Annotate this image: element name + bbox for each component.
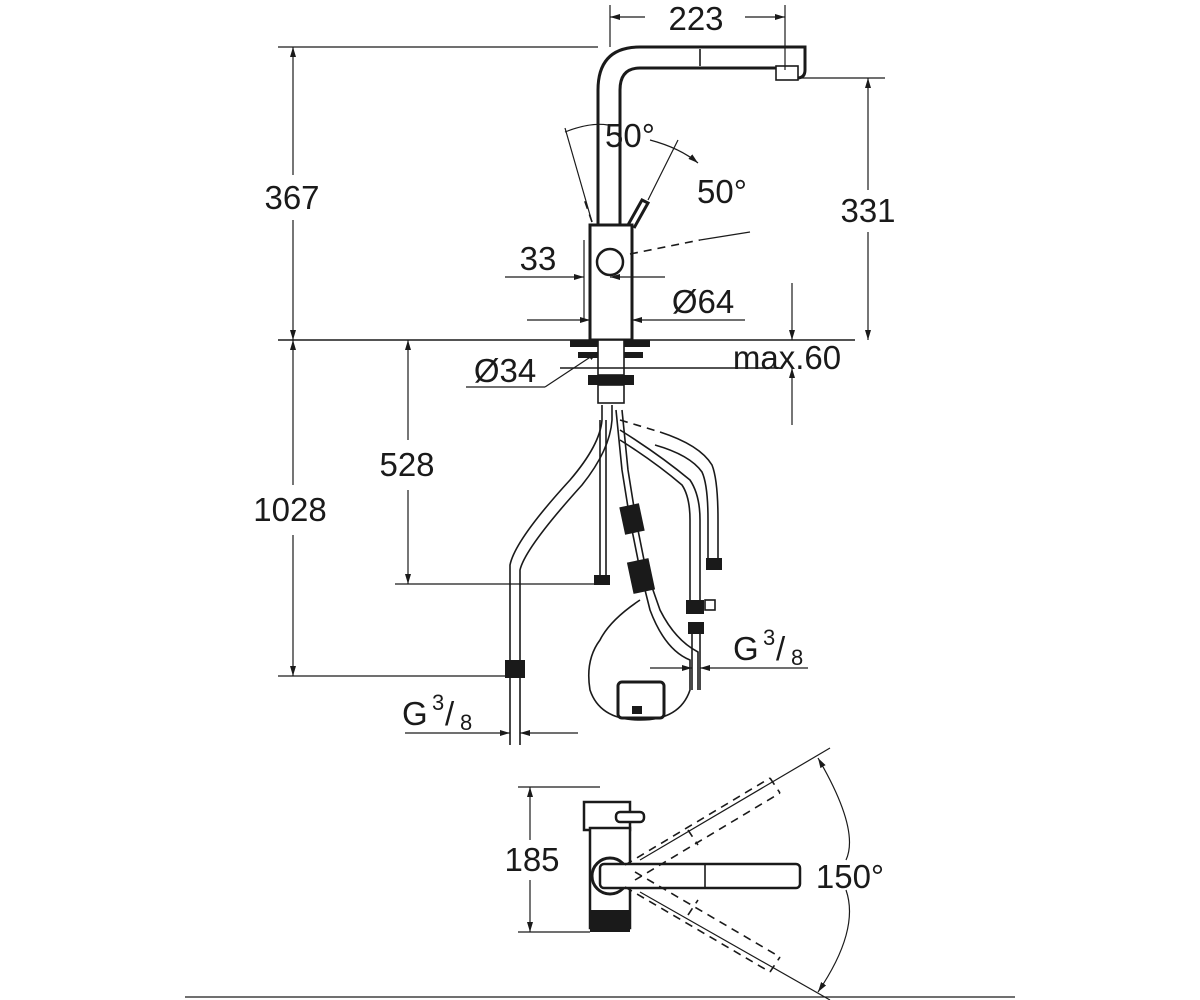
mounting-nut [588, 375, 634, 385]
right-connector-upper [686, 600, 704, 614]
svg-text:3: 3 [432, 690, 444, 715]
faucet-body [588, 223, 634, 342]
svg-text:G: G [733, 630, 759, 667]
shank-lower [597, 384, 625, 404]
dim-hose-length-to-connection: 528 [379, 446, 434, 483]
dim-swivel-depth: 185 [504, 841, 559, 878]
lever-pivot [595, 247, 625, 277]
thread-label-right: G 3 / 8 [733, 625, 803, 670]
spout-outlet [775, 65, 799, 81]
dim-hole-diameter: Ø34 [474, 352, 536, 389]
outlet-hose [659, 431, 719, 560]
dimension-labels: 223 367 331 50° 50° 33 Ø64 Ø34 max.60 52… [253, 0, 895, 895]
top-view-shank [590, 910, 630, 932]
swivel-position-up [624, 777, 781, 881]
faucet-front-view [278, 45, 855, 404]
svg-text:3: 3 [763, 625, 775, 650]
svg-text:G: G [402, 695, 428, 732]
dim-lever-offset: 33 [520, 240, 557, 277]
faucet-top-view [185, 747, 1015, 1000]
middle-connector [594, 575, 610, 585]
left-connector [505, 660, 525, 678]
svg-text:/: / [776, 630, 786, 667]
thread-label-left: G 3 / 8 [402, 690, 472, 735]
lever-right-position [629, 239, 701, 255]
spout [596, 45, 807, 225]
quick-connector-lower [626, 558, 656, 594]
lever [626, 198, 651, 229]
right-connector [688, 622, 704, 634]
outlet-connector [706, 558, 722, 570]
dim-lever-angle-left: 50° [605, 117, 655, 154]
dim-lever-angle-right: 50° [697, 173, 747, 210]
shank [597, 339, 625, 376]
hoses [505, 405, 722, 745]
dim-total-hose-length: 1028 [253, 491, 326, 528]
dim-max-counter-thickness: max.60 [733, 339, 841, 376]
top-view-lever [614, 810, 646, 824]
supply-hose-left [509, 405, 603, 670]
top-view-spout [598, 862, 802, 890]
dim-spout-reach: 223 [668, 0, 723, 37]
svg-text:8: 8 [791, 645, 803, 670]
hose-weight [616, 680, 666, 720]
dim-total-height: 367 [264, 179, 319, 216]
dim-spout-outlet-height: 331 [840, 192, 895, 229]
quick-connector-upper [619, 503, 645, 535]
dimension-lines [278, 5, 885, 736]
dim-swivel-angle: 150° [816, 858, 884, 895]
dim-body-diameter: Ø64 [672, 283, 734, 320]
svg-text:8: 8 [460, 710, 472, 735]
svg-text:/: / [445, 695, 455, 732]
pullout-hose [587, 409, 691, 721]
swivel-position-down [624, 871, 781, 973]
supply-hose-right [619, 429, 701, 600]
